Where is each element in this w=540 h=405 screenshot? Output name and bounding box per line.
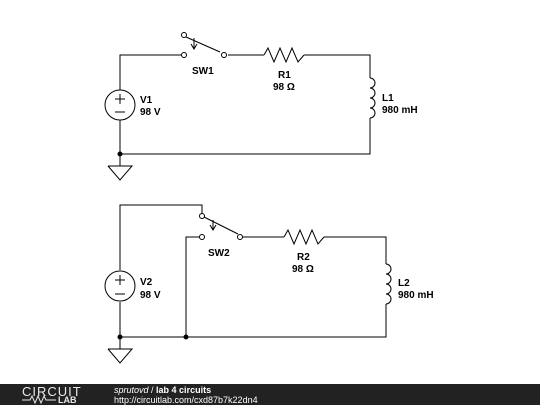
circuit-url[interactable]: http://circuitlab.com/cxd87b7k22dn4 (114, 395, 258, 405)
l1-name-label: L1 (382, 93, 394, 104)
author-link[interactable]: sprutovd (114, 385, 149, 395)
logo-resistor-icon (22, 395, 56, 404)
meta-separator: / (148, 385, 157, 395)
voltage-source-v2-symbol[interactable] (104, 270, 136, 302)
resistor-r2-symbol[interactable] (283, 228, 325, 246)
junction-2a-dot (117, 334, 123, 340)
r2-name-label: R2 (297, 252, 310, 263)
r2-value-label: 98 Ω (292, 264, 314, 275)
logo-text-top: CIRCUIT (22, 384, 82, 399)
sw2-label: SW2 (208, 248, 230, 259)
junction-1-dot (117, 151, 123, 157)
r1-name-label: R1 (278, 70, 291, 81)
circuitlab-logo[interactable]: CIRCUIT LAB (22, 384, 92, 405)
r1-value-label: 98 Ω (273, 82, 295, 93)
voltage-source-v1-symbol[interactable] (104, 89, 136, 121)
l2-name-label: L2 (398, 278, 410, 289)
logo-text-bottom: LAB (58, 395, 77, 405)
inductor-l1-symbol[interactable] (369, 77, 376, 119)
schematic-canvas: SW1 R1 98 Ω L1 980 mH V1 98 V SW2 R2 98 … (104, 32, 434, 364)
circuit-meta: sprutovd / lab 4 circuits http://circuit… (114, 385, 258, 405)
switch-sw1-symbol[interactable] (181, 32, 227, 58)
ground-2-symbol[interactable] (107, 348, 134, 364)
v2-value-label: 98 V (140, 290, 161, 301)
inductor-l2-symbol[interactable] (385, 263, 392, 305)
resistor-r1-symbol[interactable] (263, 46, 305, 64)
v1-value-label: 98 V (140, 107, 161, 118)
junction-2b-dot (183, 334, 189, 340)
v1-name-label: V1 (140, 95, 153, 106)
ground-1-symbol[interactable] (107, 165, 134, 181)
l2-value-label: 980 mH (398, 290, 434, 301)
circuit-title: lab 4 circuits (156, 385, 212, 395)
footer-bar: CIRCUIT LAB sprutovd / lab 4 circuits ht… (0, 384, 540, 405)
switch-sw2-symbol[interactable] (199, 213, 243, 240)
sw1-label: SW1 (192, 66, 214, 77)
l1-value-label: 980 mH (382, 105, 418, 116)
circuit-2-wires (119, 204, 387, 349)
v2-name-label: V2 (140, 277, 153, 288)
